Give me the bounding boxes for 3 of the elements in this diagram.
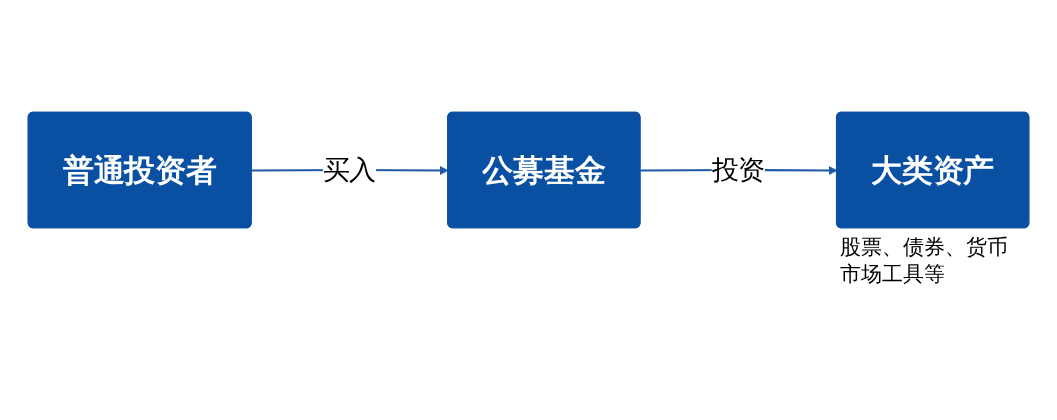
edge-label: 买入 — [322, 154, 377, 185]
edge-label: 投资 — [711, 154, 765, 185]
node-caption: 股票、债券、货币市场工具等 — [840, 233, 1010, 289]
